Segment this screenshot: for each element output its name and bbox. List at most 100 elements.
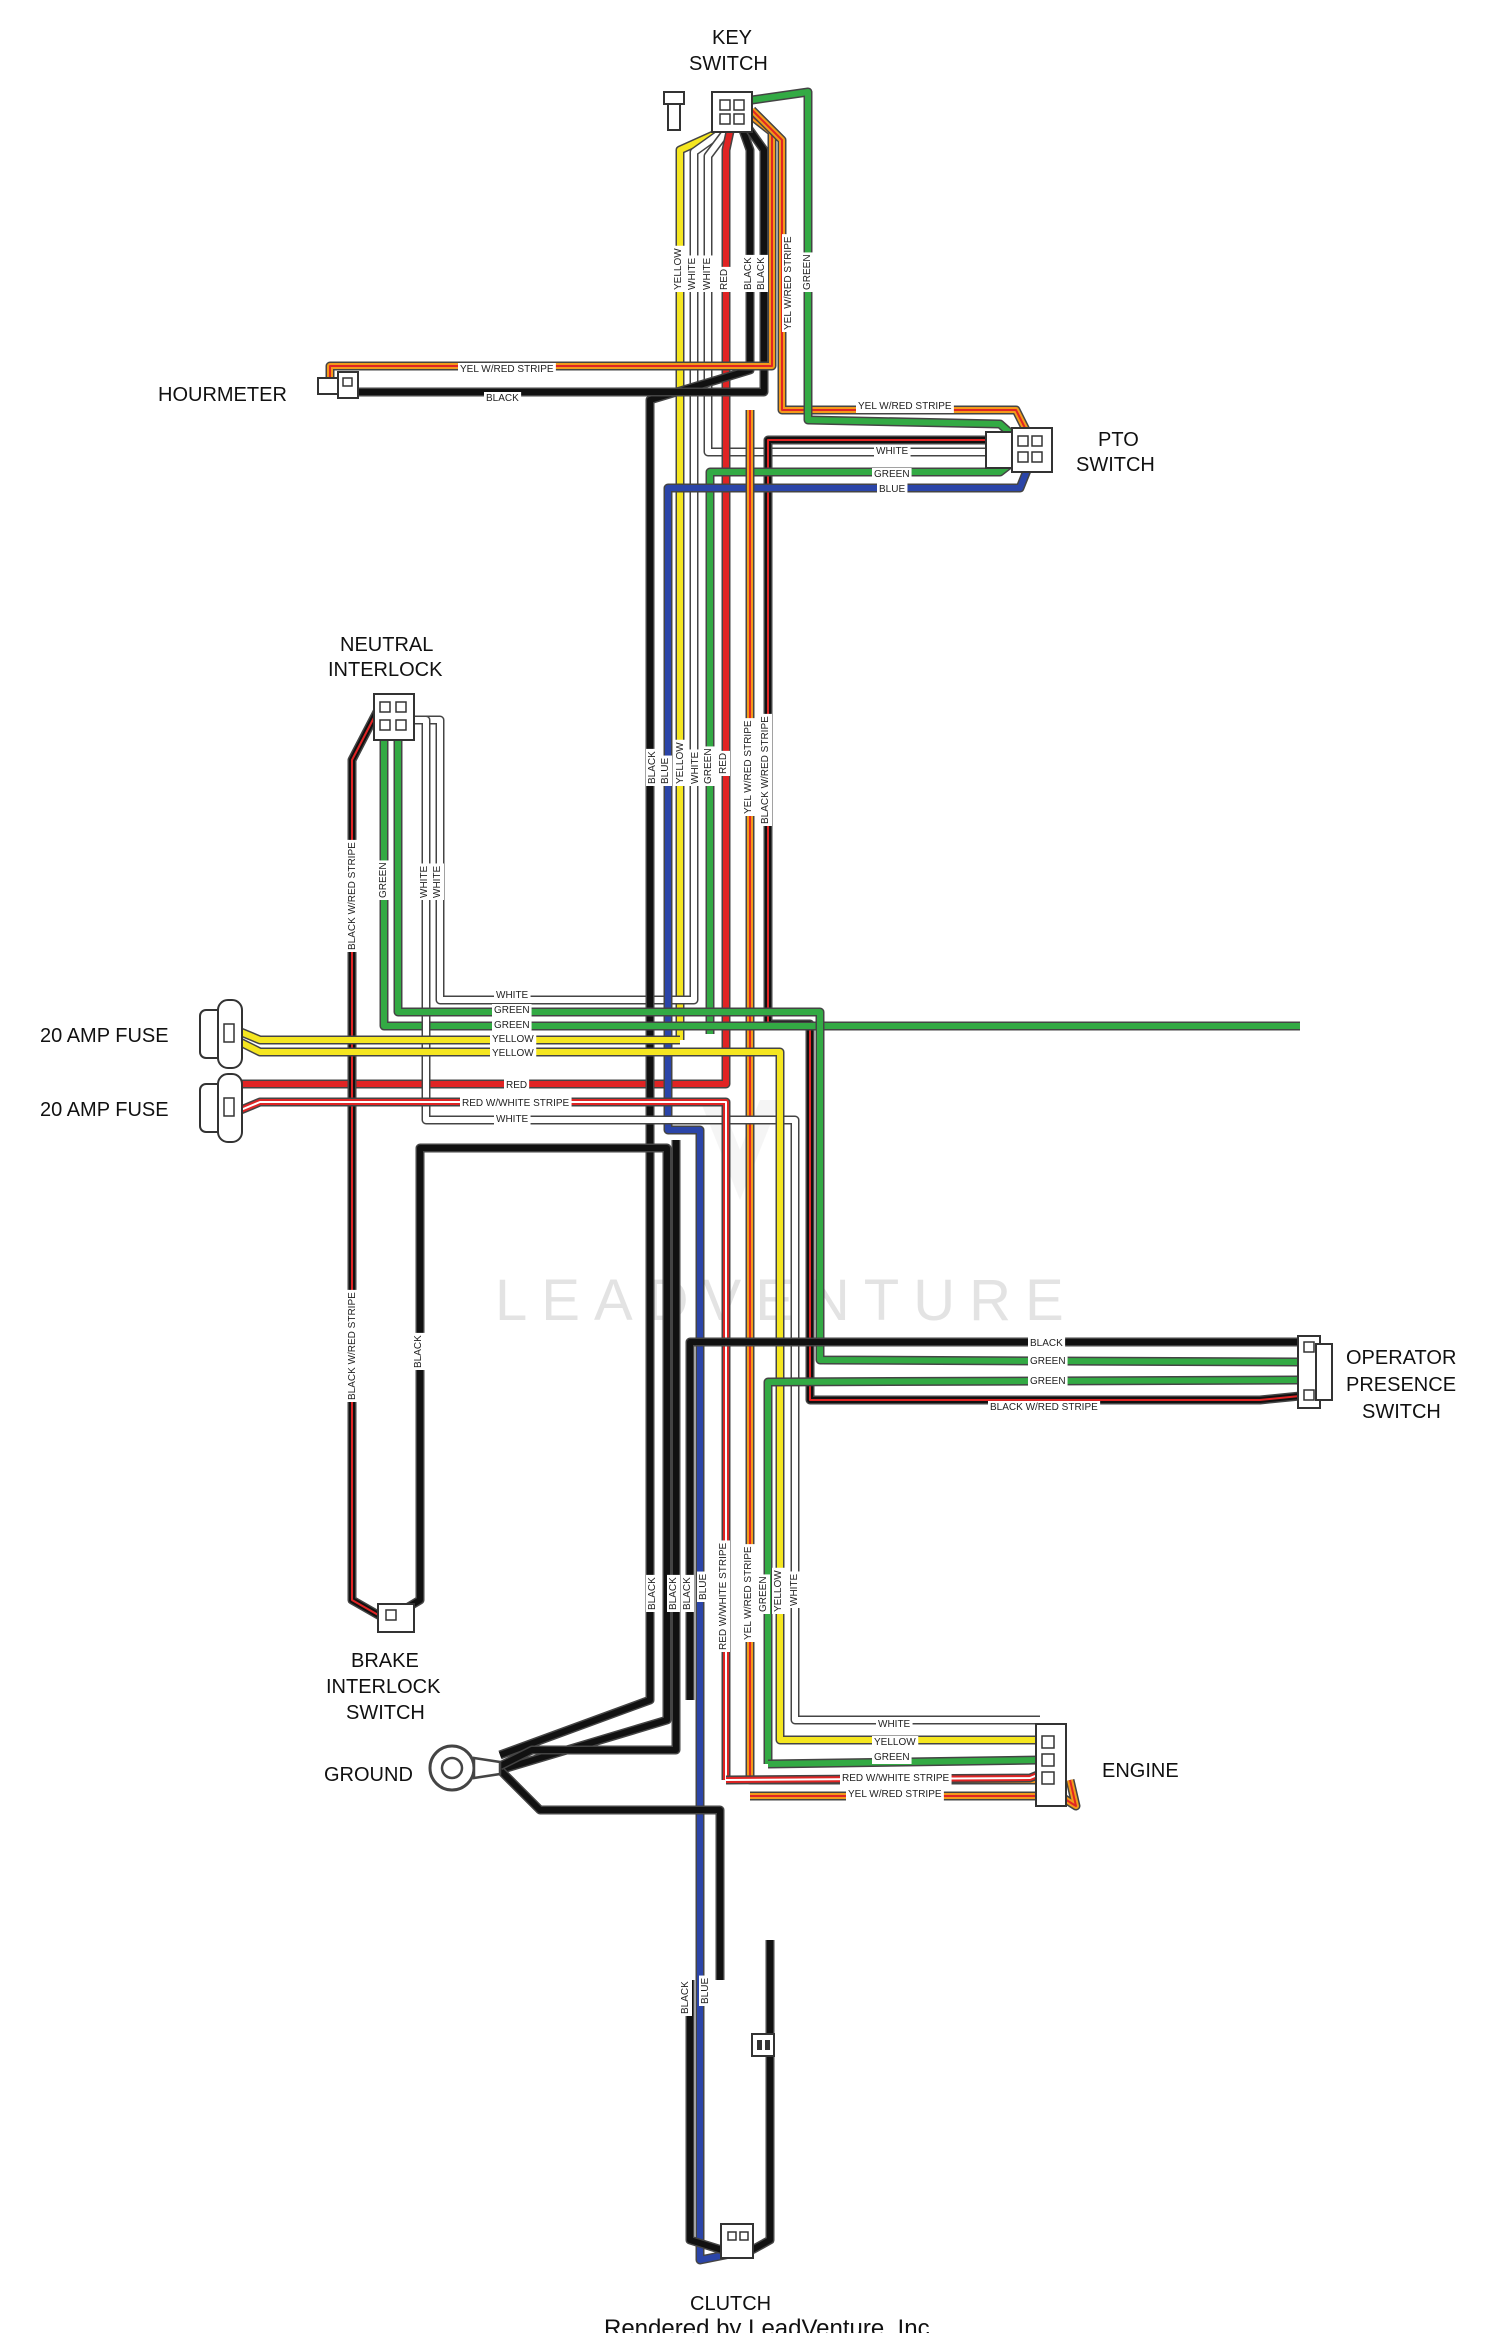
label-neutral-green: GREEN [378, 862, 389, 898]
wire-label-bg [484, 392, 522, 405]
label-op-green-2: GREEN [1030, 1376, 1066, 1387]
label-neutral-black-red: BLACK W/RED STRIPE [347, 842, 358, 950]
label-key-white-1: WHITE [687, 257, 698, 290]
engine-label: ENGINE [1102, 1760, 1179, 1782]
wire-label-bg [759, 713, 772, 826]
clutch-label: CLUTCH [690, 2293, 771, 2315]
label-mid-green-2: GREEN [494, 1020, 530, 1031]
key-icon [663, 91, 685, 131]
wire-label-bg [840, 1772, 952, 1785]
label-trunk-red: RED [718, 753, 729, 774]
brake-interlock-connector [377, 1603, 415, 1633]
label-mid-yellow-1: YELLOW [492, 1034, 534, 1045]
brake-interlock-label-3: SWITCH [346, 1702, 425, 1724]
wire-label-bg [697, 1571, 710, 1602]
label-eng-yel-red: YEL W/RED STRIPE [848, 1789, 942, 1800]
label-fuse-red: RED [506, 1080, 527, 1091]
key-switch-label-2: SWITCH [689, 53, 768, 75]
label-clutch-blue: BLUE [700, 1978, 711, 2004]
label-mid-yellow-2: YELLOW [492, 1048, 534, 1059]
wire-label-bg [701, 255, 714, 292]
label-pto-yel-red: YEL W/RED STRIPE [858, 401, 952, 412]
wire-label-bg [458, 363, 556, 376]
wire-label-bg [702, 746, 715, 786]
operator-presence-label-1: OPERATOR [1346, 1347, 1456, 1369]
wire-neutral-green-outline [379, 726, 1300, 1031]
wire-label-bg [377, 860, 390, 900]
wire-label-bg [504, 1079, 530, 1092]
wire-key-white-2 [705, 130, 990, 455]
wire-op-green-b-outline [763, 1375, 1301, 1764]
wire-label-bg [1028, 1375, 1068, 1388]
wire-label-bg [492, 1019, 532, 1032]
label-key-black-2: BLACK [756, 257, 767, 290]
wire-label-bg [872, 1751, 912, 1764]
engine-connector [1035, 1723, 1067, 1807]
wire-pto-green-outline [705, 454, 1021, 1034]
wire-label-bg [492, 1004, 532, 1017]
brake-interlock-label-1: BRAKE [351, 1650, 419, 1672]
wire-pto-black-red-outline [763, 435, 1301, 1405]
label-fuse-red-white: RED W/WHITE STRIPE [462, 1098, 570, 1109]
wire-label-bg [346, 839, 359, 952]
wire-label-bg [742, 718, 755, 816]
label-hour-yel-red: YEL W/RED STRIPE [460, 364, 554, 375]
wire-neutral-white-a [400, 717, 1040, 1723]
clutch-diode-icon [751, 2033, 775, 2057]
label-key-black-1: BLACK [743, 257, 754, 290]
watermark-text: LEADVENTURE [495, 1268, 1078, 1333]
wire-label-bg [872, 1736, 919, 1749]
neutral-interlock-connector [373, 693, 415, 741]
wire-pto-black-red-stripe [767, 439, 1301, 1401]
wire-label-bg [782, 234, 795, 332]
label-lower-black-2: BLACK [668, 1577, 679, 1610]
pto-switch-label-2: SWITCH [1076, 454, 1155, 476]
wire-brake-black [398, 1145, 670, 1773]
wire-pto-black-red [765, 437, 1301, 1403]
hourmeter-label: HOURMETER [158, 384, 287, 406]
label-lower-white: WHITE [789, 1573, 800, 1606]
wire-label-bg [699, 1975, 712, 2006]
wire-key-white-1 [414, 129, 724, 1003]
label-trunk-yellow: YELLOW [675, 742, 686, 784]
wire-ground-2 [498, 1140, 679, 1769]
key-switch-connector [711, 91, 753, 133]
key-switch-label-1: KEY [712, 27, 752, 49]
credit-text: Rendered by LeadVenture, Inc. [604, 2315, 936, 2333]
wire-clutch-black-2 [750, 1940, 773, 2253]
label-neutral-white-1: WHITE [419, 865, 430, 898]
wire-label-bg [718, 266, 731, 292]
wire-label-bg [418, 863, 431, 900]
wire-neutral-green [381, 726, 1300, 1029]
wire-label-bg [755, 254, 768, 292]
label-fuse-white: WHITE [496, 1114, 529, 1125]
wire-label-bg [646, 1574, 659, 1612]
wire-label-bg [988, 1401, 1101, 1414]
wire-label-bg [717, 1540, 730, 1652]
label-lower-black-3: BLACK [682, 1577, 693, 1610]
hourmeter-connector [317, 371, 359, 399]
label-pto-green: GREEN [874, 469, 910, 480]
fuse-2-icon [199, 1073, 243, 1143]
wire-key-red [240, 121, 735, 1087]
wire-label-bg [460, 1097, 572, 1110]
wire-label-bg [646, 748, 659, 786]
wire-label-bg [490, 1047, 537, 1060]
wire-key-yel-red-2-stripe [751, 109, 1031, 439]
wire-neutral-green-2 [395, 728, 1301, 1365]
wire-pto-blue [665, 456, 1035, 2263]
label-op-green-1: GREEN [1030, 1356, 1066, 1367]
label-neutral-white-2: WHITE [432, 865, 443, 898]
wire-label-bg [1028, 1355, 1068, 1368]
label-key-white-2: WHITE [702, 257, 713, 290]
wire-label-bg [431, 863, 444, 900]
label-trunk-black: BLACK [647, 751, 658, 784]
wire-key-red-outline [240, 121, 737, 1089]
wire-fuse-yellow-2 [234, 1037, 1040, 1743]
wire-label-bg [877, 483, 908, 496]
wire-label-bg [872, 468, 912, 481]
wire-label-bg [856, 400, 954, 413]
wire-clutch-black-outline [685, 1980, 724, 2255]
label-trunk-white: WHITE [690, 751, 701, 784]
wire-label-bg [672, 245, 685, 292]
